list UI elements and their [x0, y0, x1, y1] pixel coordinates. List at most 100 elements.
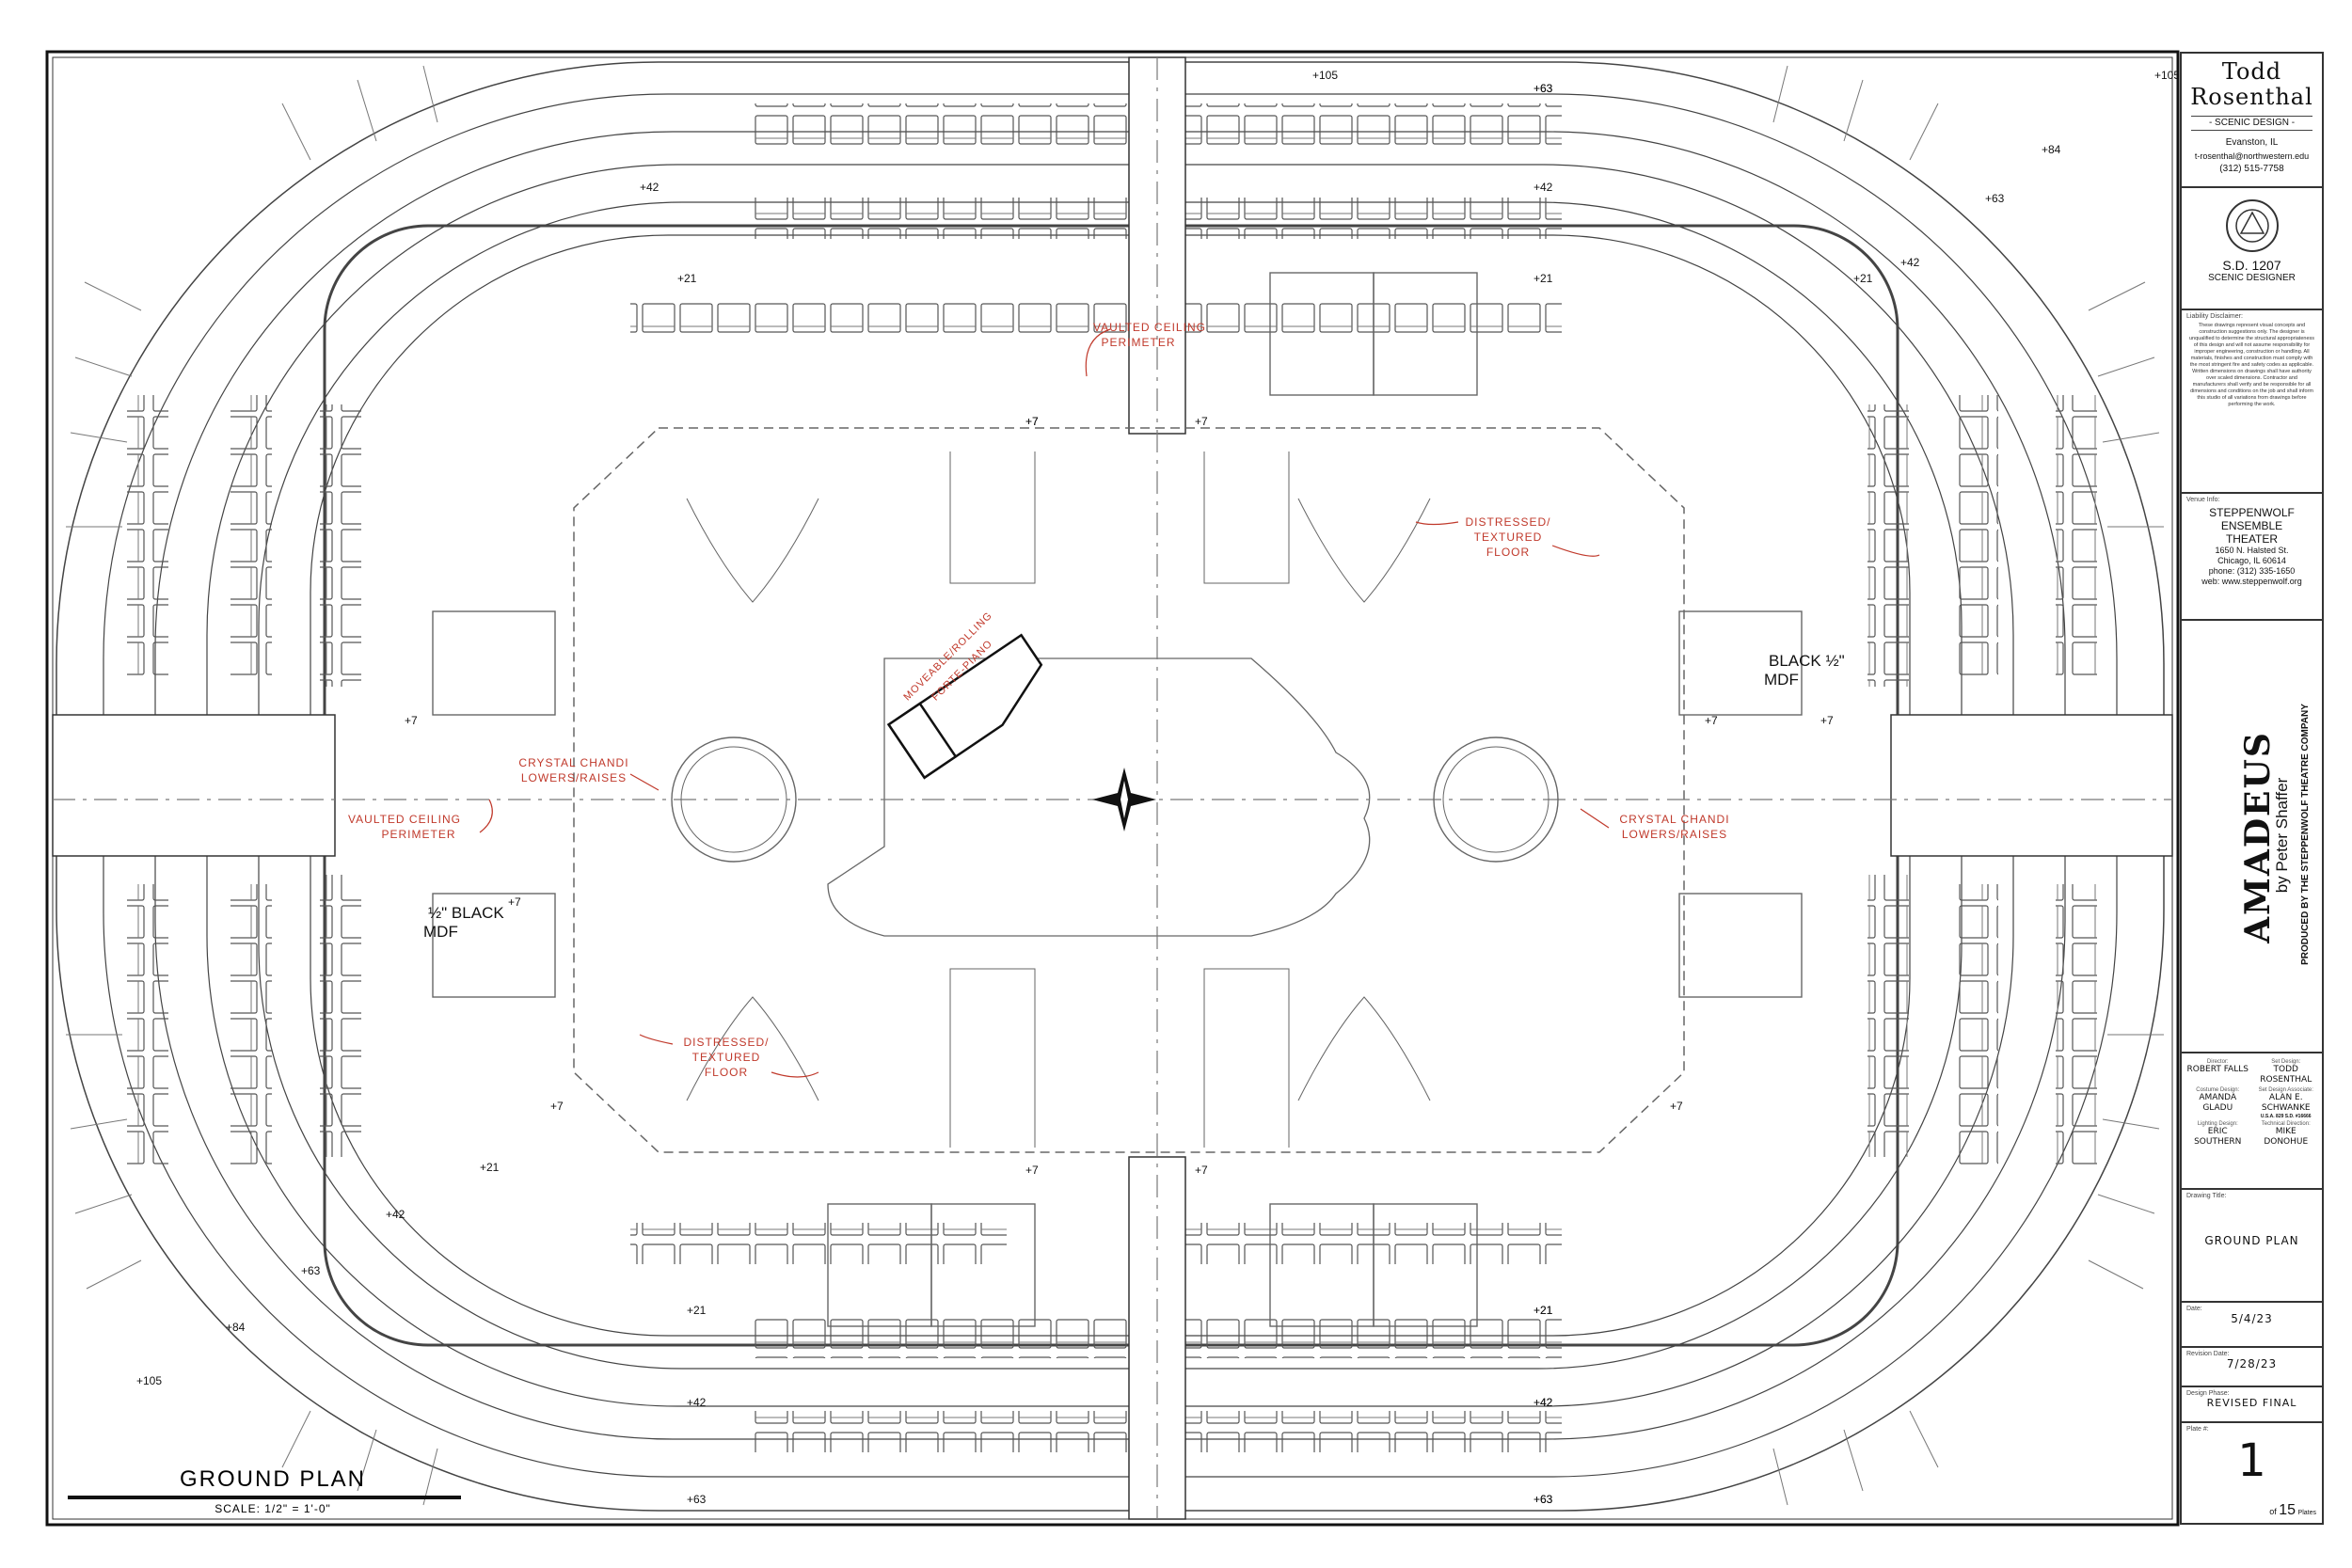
elevation-tag: +63	[1534, 82, 1553, 95]
venue-city: Chicago, IL 60614	[2217, 556, 2286, 565]
elevation-tag: +7	[1670, 1100, 1683, 1113]
elevation-tag: +63	[1534, 1493, 1553, 1506]
elevation-tag: +42	[386, 1208, 405, 1221]
elevation-tag: +42	[640, 181, 660, 194]
stage-floor	[53, 57, 2172, 1519]
drawing-title-block: Drawing Title: GROUND PLAN	[2180, 1190, 2324, 1303]
revision-block: Revision Date: 7/28/23	[2180, 1348, 2324, 1387]
designer-city: Evanston, IL	[2225, 137, 2279, 148]
plan-scale-text: SCALE: 1/2" = 1'-0"	[215, 1502, 331, 1515]
designer-name-1: Todd	[2221, 58, 2282, 85]
drawing-revision: 7/28/23	[2226, 1357, 2278, 1370]
plan-title-text: GROUND PLAN	[180, 1466, 366, 1492]
elevation-tag: +42	[1900, 256, 1920, 269]
elevation-tag: +42	[1534, 1396, 1553, 1409]
liability-block: Liability Disclaimer: These drawings rep…	[2180, 310, 2324, 494]
elevation-tag: +7	[508, 895, 521, 909]
production-company: PRODUCED BY THE STEPPENWOLF THEATRE COMP…	[2300, 704, 2311, 965]
credits-block: Director:ROBERT FALLS Set Design:TODD ROS…	[2180, 1053, 2324, 1190]
elevation-tag: +21	[1534, 1304, 1553, 1317]
credit-4: Lighting Design:ERIC SOUTHERN	[2194, 1121, 2242, 1147]
liability-heading: Liability Disclaimer:	[2186, 313, 2243, 320]
liability-text: These drawings represent visual concepts…	[2189, 323, 2314, 407]
elevation-tag: +42	[1534, 1396, 1553, 1409]
production-title: AMADEUS	[2238, 731, 2278, 943]
elevation-tag: +21	[677, 272, 697, 285]
redline-leaders	[479, 328, 1610, 1078]
elevation-tag: +7	[1705, 714, 1718, 727]
elevation-tag: +7	[1025, 415, 1039, 428]
date-block: Date: 5/4/23	[2180, 1303, 2324, 1348]
credit-0: Director:ROBERT FALLS	[2186, 1059, 2249, 1074]
elevation-tag: +7	[1195, 1164, 1208, 1177]
elevation-tag: +21	[687, 1304, 707, 1317]
drawing-date: 5/4/23	[2231, 1312, 2273, 1325]
credit-1: Set Design:TODD ROSENTHAL	[2260, 1059, 2312, 1085]
plan-title: GROUND PLAN SCALE: 1/2" = 1'-0"	[68, 1466, 461, 1515]
seating-rings	[56, 61, 2165, 1512]
elevation-tag: +63	[301, 1264, 321, 1277]
elevation-tag: +63	[1534, 1493, 1553, 1506]
plate-block: Plate #: 1 of 15 Plates	[2180, 1423, 2324, 1525]
audience-figures	[432, 272, 1803, 1327]
svg-text:BLACK ½": BLACK ½"	[1769, 652, 1845, 670]
svg-text:TEXTURED: TEXTURED	[1474, 531, 1543, 544]
venue-phone: phone: (312) 335-1650	[2208, 566, 2296, 576]
production-author: by Peter Shaffer	[2273, 777, 2291, 894]
compass-rose-icon	[1092, 768, 1156, 832]
drawing-phase: REVISED FINAL	[2206, 1397, 2297, 1409]
svg-text:½" BLACK: ½" BLACK	[428, 904, 504, 922]
elevation-tag: +21	[480, 1161, 500, 1174]
mdf-labels: BLACK ½" MDF ½" BLACK MDF	[423, 652, 1845, 941]
elevation-tag: +105	[2154, 69, 2180, 82]
elevation-tag: +63	[687, 1493, 707, 1506]
elevation-tag: +84	[226, 1321, 246, 1334]
elevation-tag: +105	[1312, 69, 1338, 82]
seat-ticks	[66, 65, 2164, 1506]
elevation-tag: +84	[2042, 143, 2061, 156]
elevation-tag: +42	[687, 1396, 707, 1409]
production-block: AMADEUS by Peter Shaffer PRODUCED BY THE…	[2180, 621, 2324, 1053]
svg-text:LOWERS/RAISES: LOWERS/RAISES	[1622, 828, 1727, 841]
designer-email: t-rosenthal@northwestern.edu	[2194, 151, 2310, 161]
designer-name-2: Rosenthal	[2190, 84, 2313, 110]
svg-text:MDF: MDF	[1764, 671, 1799, 689]
credit-5: Technical Direction:MIKE DONOHUE	[2261, 1121, 2311, 1147]
elevation-tag: +63	[1534, 82, 1553, 95]
note-vaulted-left: VAULTED CEILING	[348, 813, 461, 826]
elevation-tag: +7	[1025, 415, 1039, 428]
venue-name-3: THEATER	[2225, 532, 2279, 546]
union-block: S.D. 1207 SCENIC DESIGNER	[2180, 188, 2324, 310]
venue-name-1: STEPPENWOLF	[2209, 506, 2295, 519]
svg-text:PERIMETER: PERIMETER	[381, 828, 455, 841]
forte-piano	[886, 633, 1043, 780]
venue-web: web: www.steppenwolf.org	[2201, 577, 2302, 586]
elevation-tags: +105 +63 +42 +21 +7 +7 +63 +42 +21 +105 +84 +63 +42 +…	[136, 69, 2180, 1506]
svg-text:FLOOR: FLOOR	[705, 1066, 748, 1079]
elevation-tag: +42	[1534, 181, 1553, 194]
note-chandi-right: CRYSTAL CHANDI	[1619, 813, 1729, 826]
plate-number: 1	[2237, 1434, 2266, 1487]
elevation-tag: +105	[136, 1374, 162, 1387]
elevation-tag: +7	[1195, 415, 1208, 428]
elevation-tag: +21	[1534, 1304, 1553, 1317]
note-vaulted-top: VAULTED CEILING	[1093, 321, 1206, 334]
drawing-title: GROUND PLAN	[2204, 1234, 2299, 1247]
designer-block: Todd Rosenthal - SCENIC DESIGN - Evansto…	[2180, 52, 2324, 188]
elevation-tag: +7	[1025, 1164, 1039, 1177]
venue-name-2: ENSEMBLE	[2220, 519, 2283, 532]
elevation-tag: +7	[405, 714, 418, 727]
elevation-tag: +21	[1853, 272, 1873, 285]
venue-heading: Venue Info:	[2186, 497, 2220, 503]
seat-blocks	[127, 103, 2097, 1452]
svg-text:TEXTURED: TEXTURED	[692, 1051, 761, 1064]
outer-border	[45, 50, 2180, 1527]
note-chandi-left: CRYSTAL CHANDI	[518, 756, 628, 769]
elevation-tag: +21	[1534, 272, 1553, 285]
union-logo-icon	[2225, 199, 2279, 252]
title-block: Todd Rosenthal - SCENIC DESIGN - Evansto…	[2180, 52, 2324, 1525]
union-role: SCENIC DESIGNER	[2208, 273, 2296, 283]
svg-text:PERIMETER: PERIMETER	[1101, 336, 1175, 349]
